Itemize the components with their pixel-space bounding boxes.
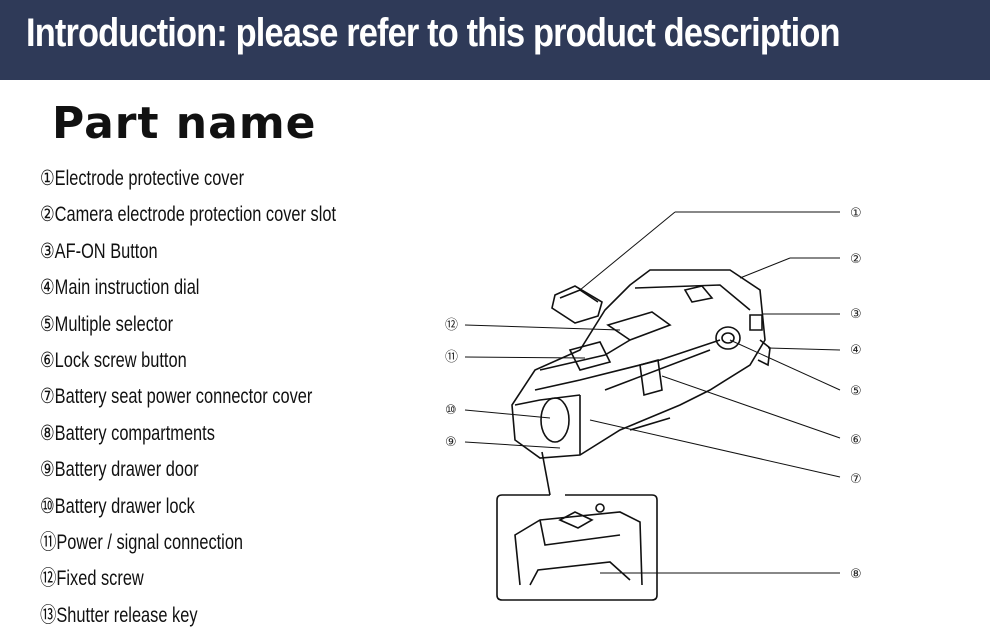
callout-1: ① <box>850 206 862 221</box>
callout-2: ② <box>850 252 862 267</box>
callout-5: ⑤ <box>850 384 862 399</box>
list-item: ⑨Battery drawer door <box>40 458 199 482</box>
list-item: ⑤Multiple selector <box>40 312 174 336</box>
callout-6: ⑥ <box>850 433 862 448</box>
list-item: ①Electrode protective cover <box>40 167 245 190</box>
list-item: ⑫Fixed screw <box>40 567 144 591</box>
callout-9: ⑨ <box>445 435 457 450</box>
list-item: ⑪Power / signal connection <box>40 530 244 554</box>
callout-12: ⑫ <box>445 318 458 333</box>
inset-detail <box>496 451 658 601</box>
callout-3: ③ <box>850 307 862 322</box>
callout-10: ⑩ <box>445 403 457 418</box>
callout-4: ④ <box>850 343 862 358</box>
leader-lines <box>464 211 841 574</box>
header-banner: Introduction: please refer to this produ… <box>0 0 990 80</box>
callout-8: ⑧ <box>850 567 862 582</box>
list-item: ⑧Battery compartments <box>40 421 215 445</box>
list-item: ③AF-ON Button <box>40 239 158 263</box>
callout-7: ⑦ <box>850 472 862 487</box>
electrode-cover <box>551 285 603 324</box>
list-item: ⑦Battery seat power connector cover <box>40 385 313 409</box>
battery-grip-illustration: ① ② ③ ④ ⑤ ⑥ ⑦ ⑧ ⑫ ⑪ ⑩ ⑨ <box>445 206 862 601</box>
list-item: ⑬Shutter release key <box>40 603 198 627</box>
battery-grip-diagram: ① ② ③ ④ ⑤ ⑥ ⑦ ⑧ ⑫ ⑪ ⑩ ⑨ <box>430 190 890 610</box>
list-item: ④Main instruction dial <box>40 276 200 300</box>
part-name-list: ①Electrode protective cover ②Camera elec… <box>40 164 420 637</box>
list-item: ⑥Lock screw button <box>40 348 187 372</box>
grip-body <box>511 269 771 459</box>
list-item: ②Camera electrode protection cover slot <box>40 203 337 227</box>
callout-11: ⑪ <box>445 350 458 365</box>
section-title: Part name <box>52 98 317 149</box>
list-item: ⑩Battery drawer lock <box>40 494 195 518</box>
banner-title: Introduction: please refer to this produ… <box>26 11 840 55</box>
